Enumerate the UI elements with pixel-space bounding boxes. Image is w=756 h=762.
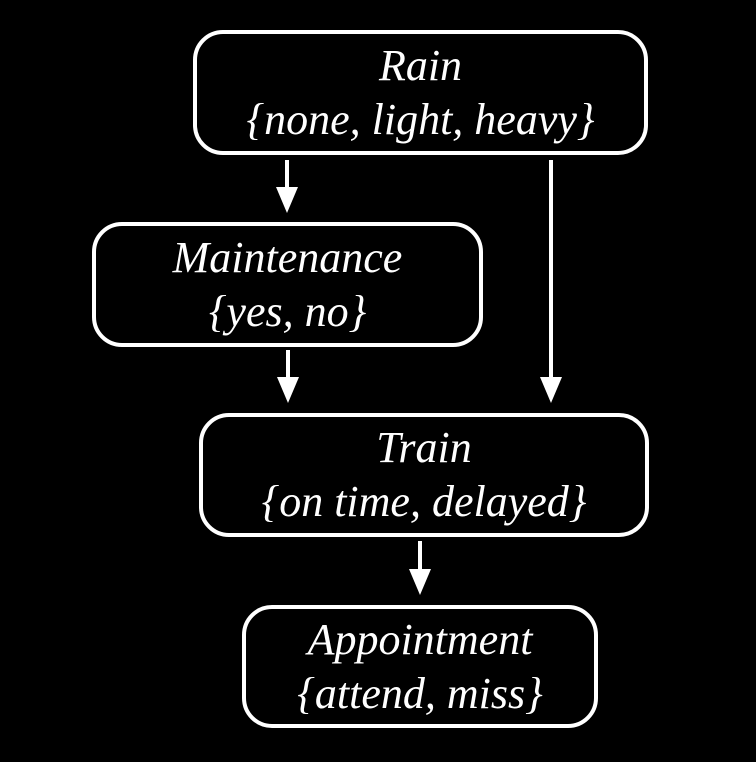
- node-rain-domain: {none, light, heavy}: [246, 94, 595, 144]
- node-maintenance-label: Maintenance: [172, 232, 403, 282]
- node-maintenance: Maintenance {yes, no}: [92, 222, 483, 347]
- node-rain: Rain {none, light, heavy}: [193, 30, 648, 155]
- node-appointment: Appointment {attend, miss}: [242, 605, 598, 728]
- node-maintenance-domain: {yes, no}: [208, 286, 367, 336]
- arrow-maintenance-to-train: [277, 350, 299, 403]
- node-train-domain: {on time, delayed}: [261, 477, 587, 526]
- arrow-rain-to-train: [540, 160, 562, 403]
- node-rain-label: Rain: [378, 40, 463, 90]
- arrow-train-to-appointment: [409, 541, 431, 595]
- node-train-label: Train: [376, 423, 472, 473]
- node-appointment-label: Appointment: [307, 614, 533, 664]
- arrow-rain-to-maintenance: [276, 160, 298, 213]
- node-train: Train {on time, delayed}: [199, 413, 649, 537]
- node-appointment-domain: {attend, miss}: [297, 668, 543, 718]
